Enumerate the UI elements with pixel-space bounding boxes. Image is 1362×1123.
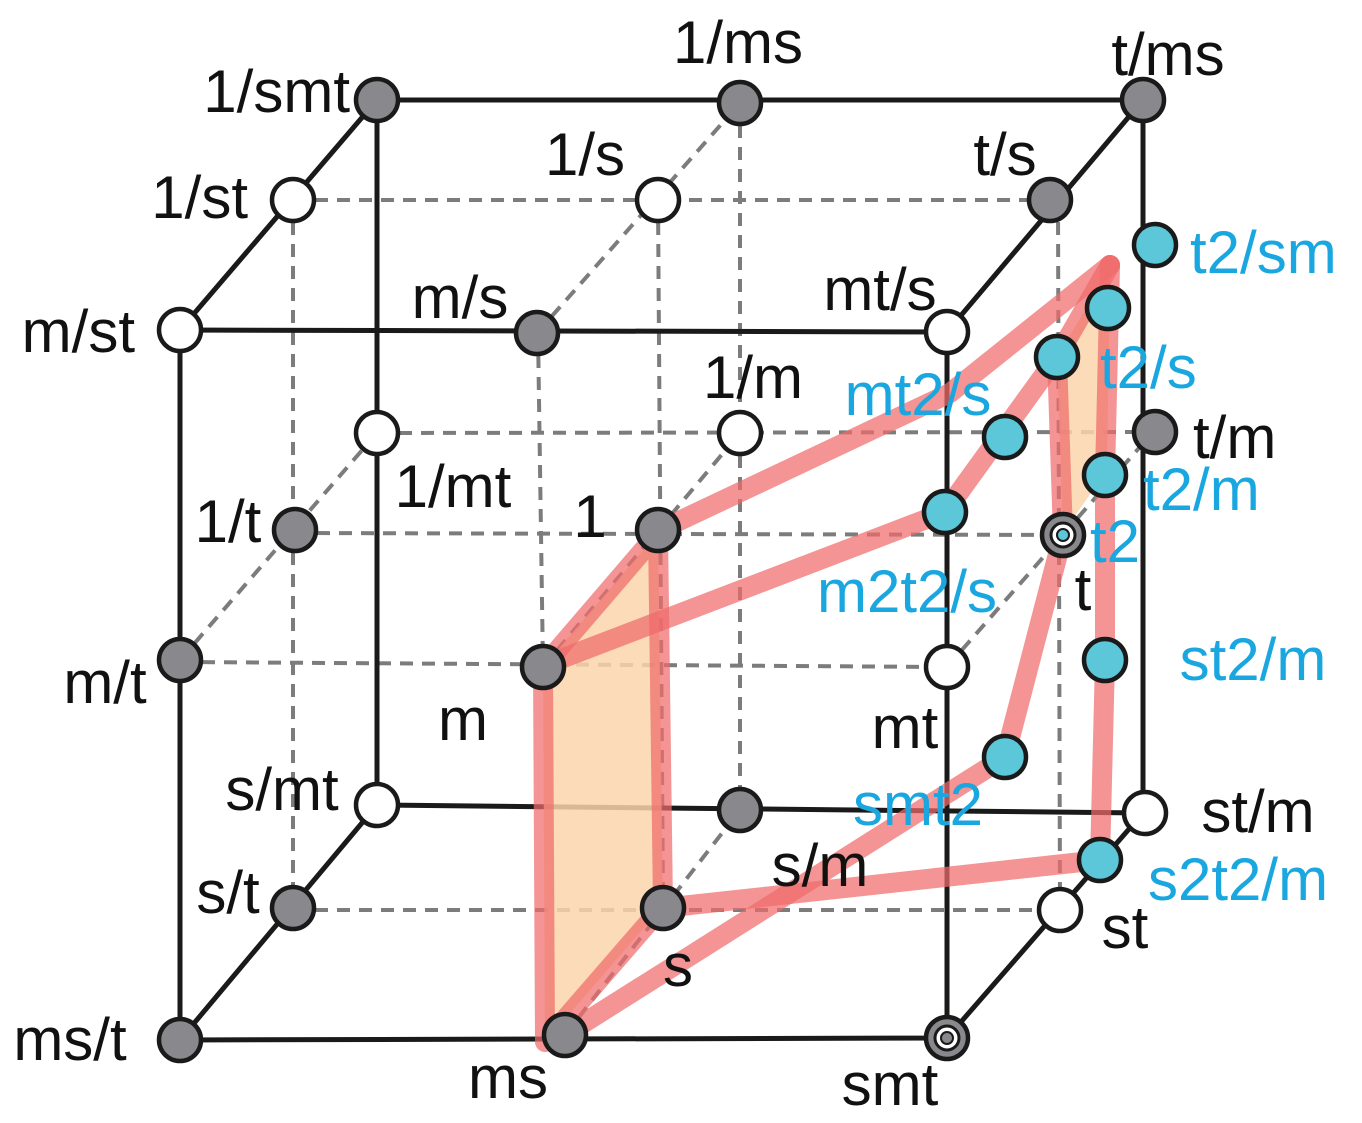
node-st-m: [1121, 789, 1169, 837]
node-t-m: [1131, 408, 1179, 456]
label-t2-m: t2/m: [1143, 456, 1260, 523]
label-smt2: smt2: [853, 771, 983, 838]
label-1-ms: 1/ms: [673, 9, 803, 76]
label-smt: smt: [842, 1051, 939, 1118]
label-mt2-s: mt2/s: [845, 361, 992, 428]
label-t2-sm: t2/sm: [1190, 219, 1337, 286]
dashed-front-vertical: [536, 332, 545, 668]
label-ms-t: ms/t: [13, 1006, 127, 1073]
label-t-ms: t/ms: [1111, 21, 1224, 88]
label-s-m: s/m: [772, 832, 869, 899]
highlight-path-bottom: [653, 850, 1110, 918]
node-t2-s: [1084, 284, 1132, 332]
dashed-back-horizontal: [376, 430, 1154, 435]
node-m: [519, 643, 567, 691]
node-smt2: [981, 733, 1029, 781]
node-labels: 1/smt 1/ms t/ms 1/st 1/s t/s m/st m/s mt…: [13, 9, 1314, 1118]
label-s-mt: s/mt: [225, 756, 339, 823]
node-1-s: [634, 176, 682, 224]
node-1-t: [271, 506, 319, 554]
label-t2: t2: [1090, 508, 1140, 575]
node-smt-core: [940, 1031, 954, 1045]
node-smt-double: [923, 1014, 971, 1062]
label-1: 1: [573, 483, 606, 550]
highlight-path-right: [1090, 255, 1120, 870]
node-st: [1036, 886, 1084, 934]
dashed-depth-top-center: [535, 101, 742, 335]
node-1-smt: [353, 76, 401, 124]
node-1-st: [269, 176, 317, 224]
label-s2t2-m: s2t2/m: [1148, 846, 1328, 913]
node-ms: [541, 1011, 589, 1059]
label-ms: ms: [468, 1044, 548, 1111]
label-1-smt: 1/smt: [203, 58, 350, 125]
label-m2t2-s: m2t2/s: [817, 558, 997, 625]
node-m-t: [156, 636, 204, 684]
white-nodes: [156, 176, 1169, 934]
node-1-mt: [353, 409, 401, 457]
label-st-m: st/m: [1201, 778, 1314, 845]
label-mt-s: mt/s: [823, 256, 936, 323]
node-1-m: [716, 409, 764, 457]
node-t2-m: [1081, 451, 1129, 499]
label-s: s: [663, 932, 693, 999]
highlight-path-inner-vertical: [1047, 347, 1073, 545]
dashed-depth-left-center: [178, 431, 379, 662]
label-t2-s: t2/s: [1100, 334, 1197, 401]
node-cyan-upper-inner: [1033, 333, 1081, 381]
cyan-labels: t2/sm t2/s mt2/s t2/m t2 m2t2/s st2/m sm…: [817, 219, 1337, 913]
node-s-m: [716, 786, 764, 834]
label-1-m: 1/m: [703, 344, 803, 411]
label-m-t: m/t: [63, 649, 147, 716]
node-s2t2-m: [1076, 836, 1124, 884]
label-m-st: m/st: [22, 298, 136, 365]
node-1-ms: [716, 79, 764, 127]
node-t-s: [1026, 176, 1074, 224]
label-m: m: [438, 686, 488, 753]
label-1-s: 1/s: [545, 121, 625, 188]
label-st: st: [1102, 894, 1149, 961]
node-m-s: [513, 309, 561, 357]
node-t2-sm: [1131, 221, 1179, 269]
label-m-s: m/s: [412, 264, 509, 331]
node-t-core: [1056, 528, 1070, 542]
label-st2-m: st2/m: [1180, 626, 1327, 693]
label-t: t: [1075, 556, 1092, 623]
node-mt-s: [923, 308, 971, 356]
node-t-ms: [1119, 76, 1167, 124]
node-ms-t: [156, 1016, 204, 1064]
node-mt2-s: [981, 413, 1029, 461]
node-s-mt: [353, 781, 401, 829]
label-mt: mt: [872, 694, 939, 761]
label-t-m: t/m: [1193, 404, 1276, 471]
node-s: [639, 884, 687, 932]
node-st2-m: [1081, 636, 1129, 684]
label-1-mt: 1/mt: [395, 453, 512, 520]
label-1-t: 1/t: [195, 488, 262, 555]
label-1-st: 1/st: [151, 164, 248, 231]
highlight-path-upper: [650, 255, 1120, 540]
label-t-s: t/s: [973, 121, 1036, 188]
node-1: [634, 506, 682, 554]
gray-nodes: [156, 76, 1179, 1064]
node-t-double: [1039, 511, 1087, 559]
node-m2t2-s: [921, 488, 969, 536]
node-m-st: [156, 306, 204, 354]
node-mt: [923, 643, 971, 691]
label-s-t: s/t: [196, 859, 260, 926]
cyan-nodes: [921, 221, 1179, 884]
node-s-t: [269, 884, 317, 932]
